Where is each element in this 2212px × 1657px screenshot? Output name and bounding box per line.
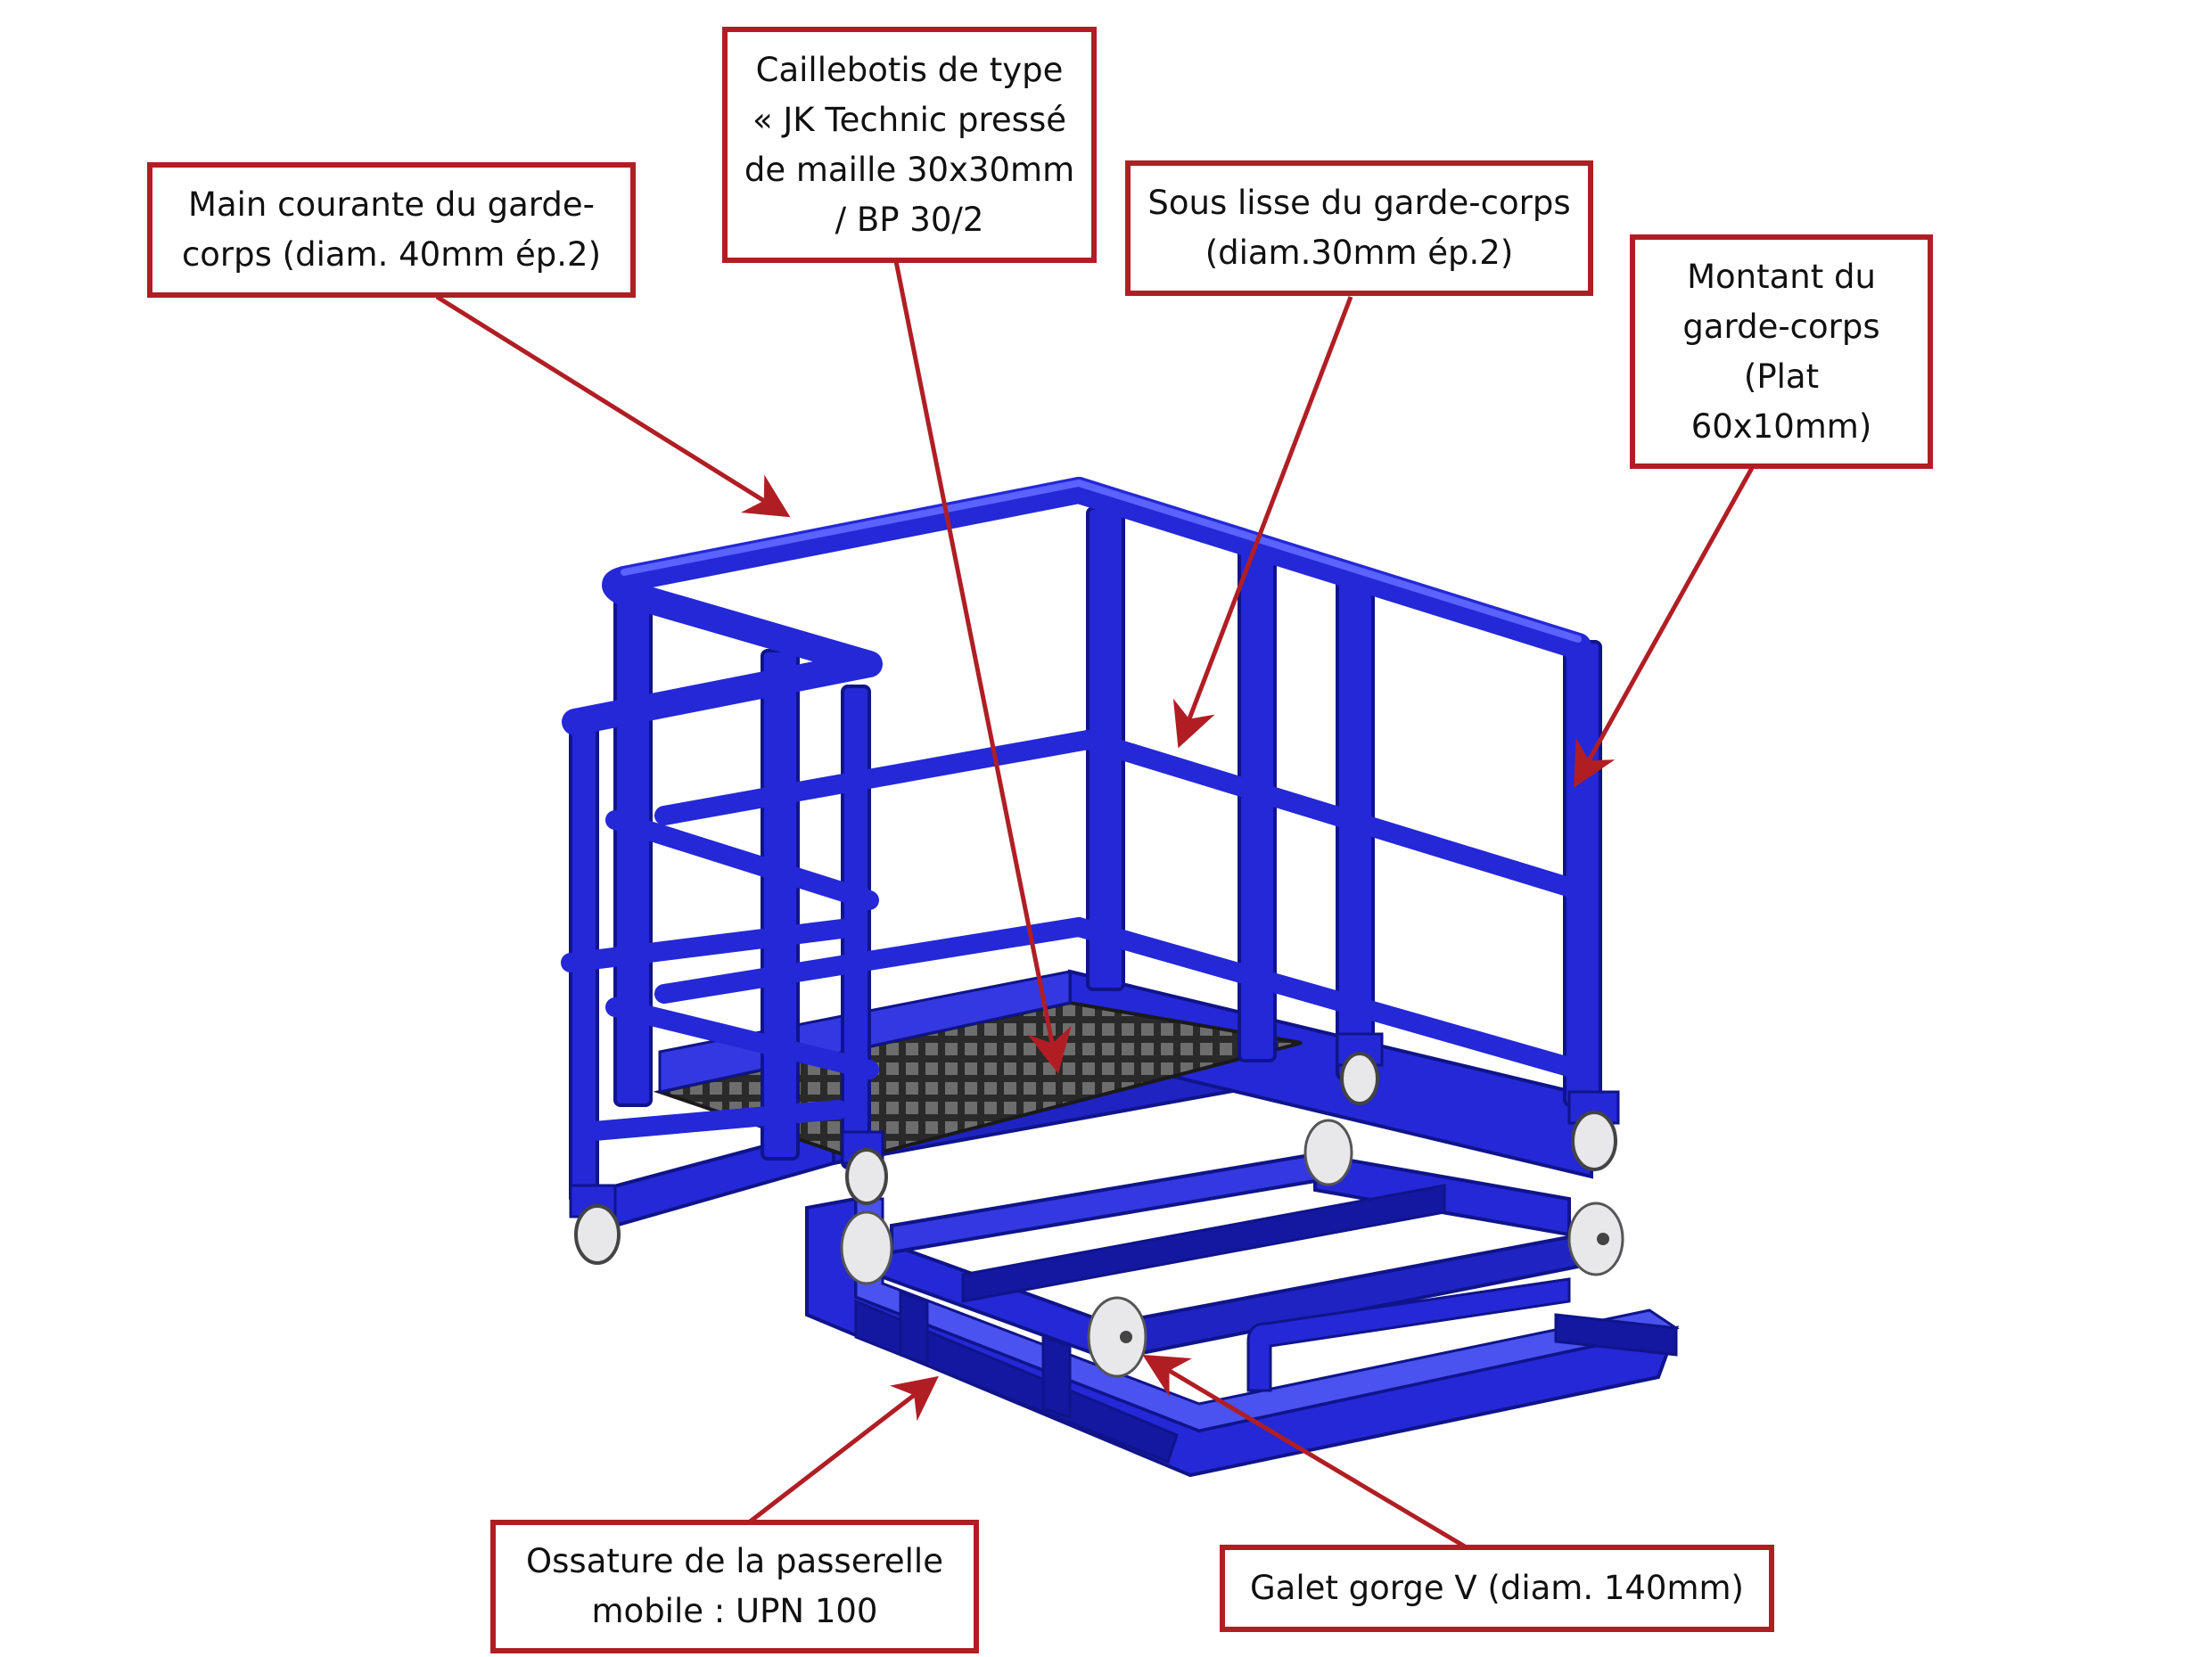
- guardrail-post: [761, 649, 800, 1161]
- handrail-shine: [1075, 480, 1582, 643]
- midrail: [574, 1100, 848, 1142]
- midrail: [1078, 730, 1592, 901]
- base-frame-right-rail: [1554, 1313, 1678, 1357]
- castor-wheel: [574, 1204, 621, 1265]
- callout-sous-lisse: Sous lisse du garde-corps (diam.30mm ép.…: [1125, 160, 1593, 296]
- base-handle: [1246, 1277, 1571, 1392]
- handrail-shine: [621, 480, 1082, 576]
- carriage-mid-beam: [961, 1184, 1446, 1303]
- callout-caillebotis-text: Caillebotis de type « JK Technic pressé …: [744, 50, 1075, 239]
- callout-galet-text: Galet gorge V (diam. 140mm): [1249, 1569, 1744, 1607]
- castor-group: [569, 1032, 1620, 1265]
- guardrail-midrails: [561, 730, 1592, 1142]
- arrow-galet: [1142, 1354, 1471, 1552]
- handrail-right: [1065, 477, 1591, 660]
- castor-wheel: [845, 1148, 888, 1205]
- callout-ossature: Ossature de la passerelle mobile : UPN 1…: [490, 1520, 979, 1653]
- arrow-ossature: [747, 1375, 939, 1524]
- roller-axle: [1597, 1233, 1609, 1245]
- callout-sous-lisse-text: Sous lisse du garde-corps (diam.30mm ép.…: [1147, 184, 1571, 272]
- roller-group: [840, 1119, 1624, 1378]
- callout-montant: Montant du garde-corps (Plat 60x10mm): [1630, 234, 1933, 469]
- callout-galet: Galet gorge V (diam. 140mm): [1220, 1545, 1774, 1632]
- midrail: [605, 997, 879, 1079]
- castor-wheel: [1340, 1052, 1379, 1105]
- callout-ossature-text: Ossature de la passerelle mobile : UPN 1…: [526, 1542, 943, 1630]
- roller-wheel: [1567, 1202, 1624, 1276]
- lower-frame: [805, 1152, 1680, 1478]
- midrail: [605, 810, 879, 910]
- arrow-montant: [1574, 466, 1755, 788]
- roller-wheel: [840, 1210, 893, 1285]
- handrail-highlight: [621, 480, 1582, 643]
- roller-axle: [1120, 1331, 1132, 1343]
- guardrail-handrail: [562, 477, 1591, 735]
- callout-main-courante-text: Main courante du garde- corps (diam. 40m…: [181, 185, 602, 274]
- midrail: [561, 917, 866, 972]
- castor-wheel: [1571, 1111, 1617, 1171]
- arrow-main-courante: [435, 294, 791, 518]
- callout-caillebotis: Caillebotis de type « JK Technic pressé …: [722, 27, 1097, 263]
- midrail: [654, 730, 1098, 825]
- arrow-caillebotis: [893, 260, 1072, 1074]
- midrail: [654, 917, 1089, 1004]
- arrow-sous-lisse: [1172, 296, 1353, 749]
- leader-arrows: [435, 260, 1755, 1552]
- callout-montant-text: Montant du garde-corps (Plat 60x10mm): [1682, 257, 1880, 446]
- roller-wheel: [1087, 1296, 1147, 1378]
- midrail: [1069, 917, 1588, 1079]
- guardrail-post: [613, 595, 653, 1107]
- guardrail-post: [1563, 640, 1602, 1107]
- handrail-left: [562, 477, 1092, 735]
- callout-main-courante: Main courante du garde- corps (diam. 40m…: [147, 162, 636, 298]
- roller-wheel: [1303, 1119, 1353, 1186]
